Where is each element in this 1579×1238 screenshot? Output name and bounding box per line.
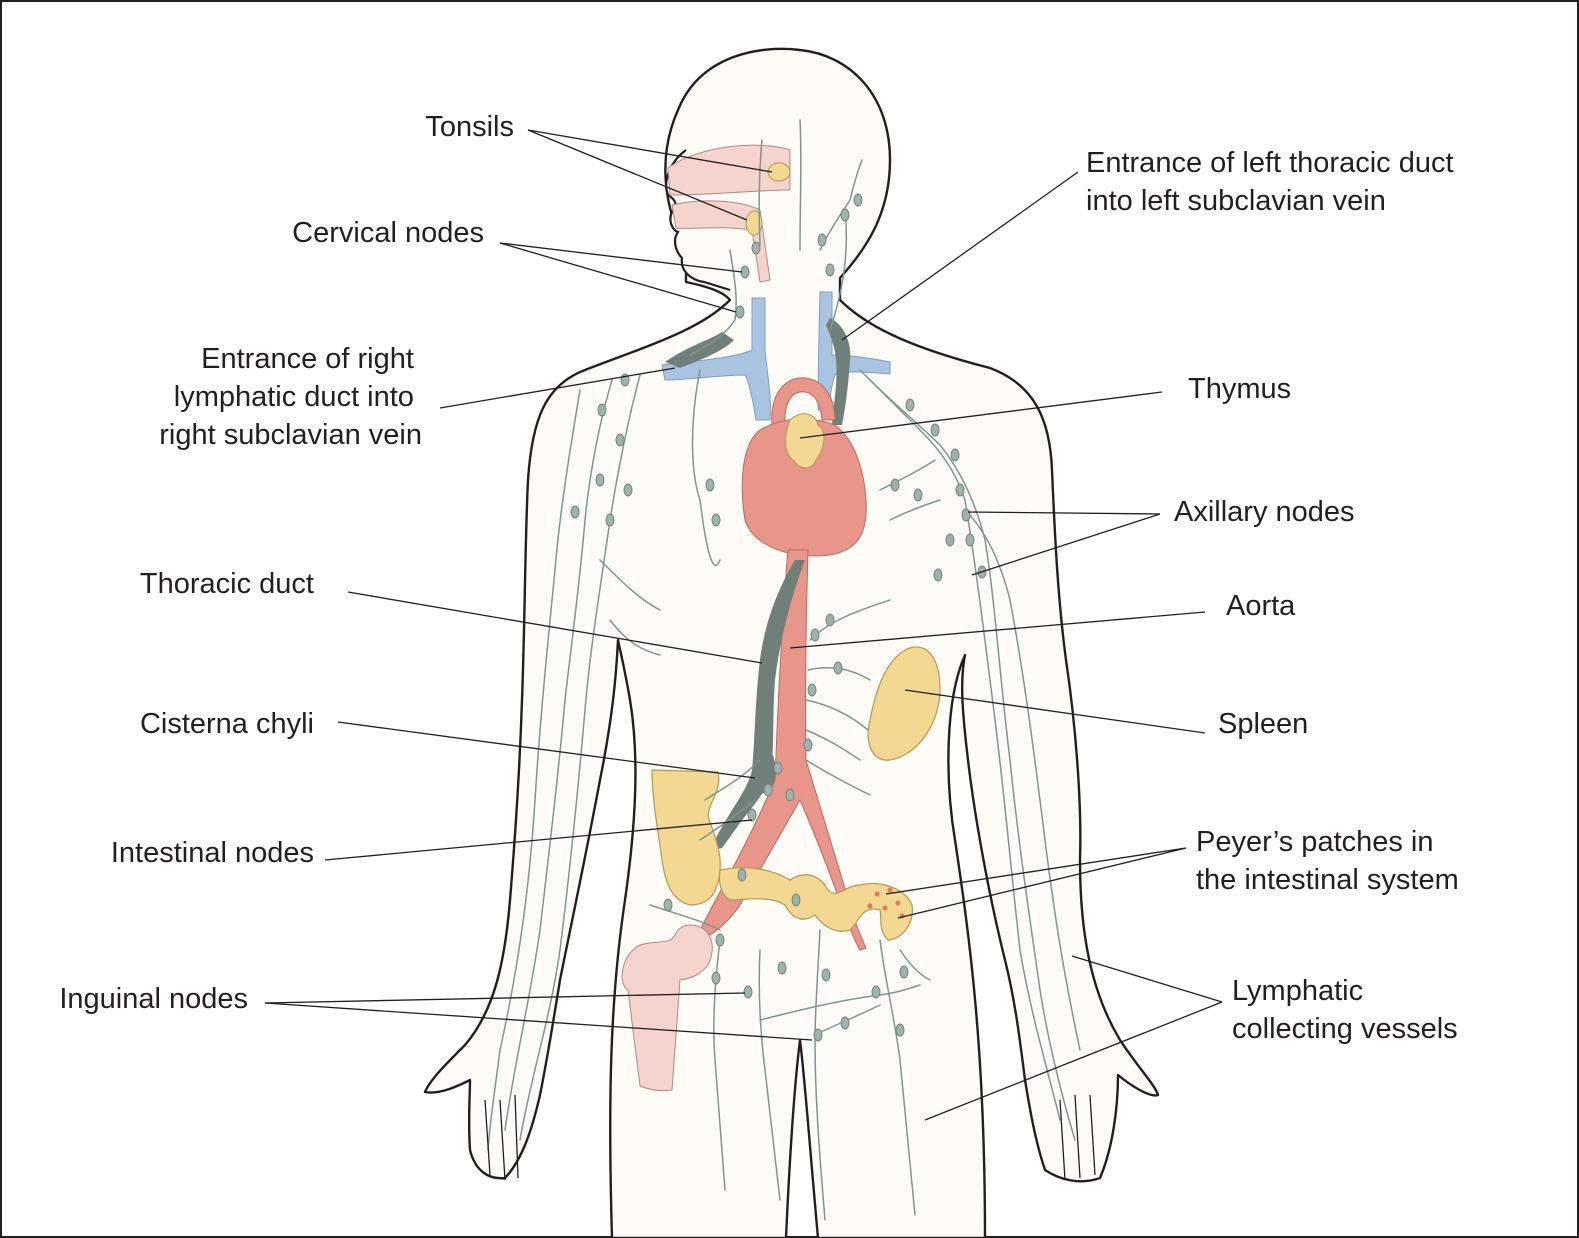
heart — [741, 418, 867, 557]
label-intestinal-nodes: Intestinal nodes — [111, 837, 314, 869]
label-tonsils: Tonsils — [425, 111, 514, 143]
label-collecting-vessels: Lymphatic collecting vessels — [1232, 975, 1458, 1045]
hand-details — [484, 1094, 1096, 1181]
colon — [651, 769, 721, 906]
label-left-duct-line1: Entrance of left thoracic duct — [1086, 147, 1454, 179]
cisterna-chyli — [750, 740, 776, 796]
label-peyers-patches: Peyer’s patches in the intestinal system — [1196, 826, 1459, 896]
lymph-nodes — [570, 193, 987, 1042]
aortic-arch — [771, 377, 836, 426]
label-thymus: Thymus — [1188, 373, 1291, 405]
oral-cavity — [671, 200, 771, 283]
label-inguinal-nodes: Inguinal nodes — [59, 983, 248, 1015]
label-peyers-line1: Peyer’s patches in — [1196, 826, 1434, 858]
label-thoracic-duct: Thoracic duct — [140, 568, 314, 600]
thoracic-duct-upper — [826, 318, 851, 425]
label-left-duct-line2: into left subclavian vein — [1086, 185, 1386, 217]
femur — [621, 924, 713, 1092]
label-peyers-line2: the intestinal system — [1196, 864, 1459, 896]
label-right-duct: Entrance of right lymphatic duct into ri… — [159, 343, 422, 451]
label-collecting-line2: collecting vessels — [1232, 1013, 1458, 1045]
label-aorta: Aorta — [1226, 590, 1296, 622]
label-axillary-nodes: Axillary nodes — [1174, 496, 1355, 528]
tonsil-upper — [767, 162, 791, 182]
small-intestine — [718, 867, 913, 941]
leader-lines — [264, 129, 1223, 1121]
tonsil-lower — [745, 210, 763, 236]
thoracic-duct — [714, 560, 805, 849]
label-left-duct: Entrance of left thoracic duct into left… — [1086, 147, 1462, 217]
label-cervical-nodes: Cervical nodes — [292, 217, 484, 249]
label-right-duct-line1: Entrance of right — [201, 343, 414, 375]
aorta-descending — [699, 549, 867, 951]
label-cisterna-chyli: Cisterna chyli — [140, 708, 314, 740]
label-collecting-line1: Lymphatic — [1232, 975, 1363, 1007]
right-subclavian-vein — [661, 297, 772, 421]
label-spleen: Spleen — [1218, 708, 1308, 740]
peyers-patch-dots — [867, 887, 905, 919]
label-right-duct-line2: lymphatic duct into — [174, 381, 414, 413]
label-right-duct-line3: right subclavian vein — [159, 419, 422, 451]
thymus — [784, 413, 825, 469]
spleen — [867, 646, 941, 761]
